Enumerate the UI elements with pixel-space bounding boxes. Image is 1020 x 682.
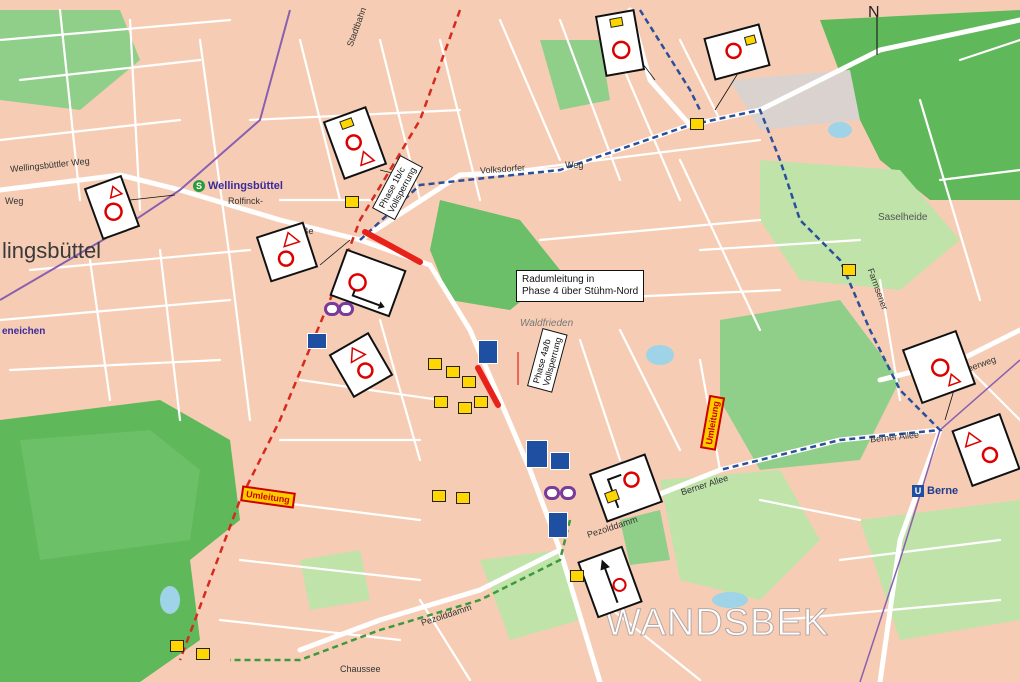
green-saselheide — [760, 160, 960, 290]
road-main-ns — [427, 262, 603, 682]
place-wellingsbuettel-area: lingsbüttel — [2, 238, 102, 263]
green-se — [860, 500, 1020, 640]
no-entry-sign-icon — [277, 231, 301, 267]
closure-phase-4ab — [475, 365, 501, 408]
blue-detour-north — [638, 9, 702, 111]
yellow-sign-12 — [170, 640, 184, 652]
s-bahn-line — [0, 9, 291, 301]
closure-phase-1bc — [362, 229, 423, 265]
berne-station-name: Berne — [927, 485, 959, 497]
road-east-ns — [877, 427, 943, 682]
detour-arrow-icon — [604, 471, 640, 509]
grey-block — [730, 70, 860, 130]
pond-2 — [828, 122, 852, 138]
detour-arrow-icon — [600, 559, 627, 604]
yellow-sign-10 — [690, 118, 704, 130]
sign-card-fuhlsbuettel[interactable] — [328, 331, 394, 399]
road-rolfinck — [177, 187, 433, 268]
sign-card-detour-arrow-2[interactable] — [588, 453, 664, 523]
green-wellingsbuettel — [0, 10, 140, 110]
no-entry-sign-icon — [964, 431, 999, 464]
pond-1 — [646, 345, 674, 365]
no-entry-sign-icon — [609, 16, 631, 60]
street-weg: Weg — [5, 196, 24, 206]
place-waldfrieden: Waldfrieden — [520, 318, 574, 329]
blue-sign-3 — [526, 440, 548, 468]
yellow-sign-7 — [474, 396, 488, 408]
green-east — [720, 300, 900, 470]
yellow-sign-11 — [842, 264, 856, 276]
pond-3 — [712, 592, 748, 608]
no-entry-sign-icon — [339, 117, 376, 167]
sign-card-detour-arrow-3[interactable] — [577, 545, 643, 619]
water — [160, 122, 852, 614]
red-detour-route — [178, 9, 462, 661]
radumleitung-line2: Phase 4 über Stühm-Nord — [522, 286, 639, 297]
park-inner — [20, 430, 200, 560]
yellow-sign-5 — [434, 396, 448, 408]
street-volksdorfer-2: Weg — [565, 160, 584, 170]
compass-label: N — [868, 4, 880, 21]
green-south — [480, 550, 580, 640]
place-eneichen: eneichen — [2, 326, 46, 337]
radumleitung-note: Radumleitung in Phase 4 über Stühm-Nord — [516, 270, 645, 302]
yellow-sign-9 — [456, 492, 470, 504]
road-pezolddamm — [297, 547, 563, 653]
place-saselheide: Saselheide — [878, 212, 928, 223]
green-areas — [0, 10, 1020, 682]
yellow-sign-2 — [428, 358, 442, 370]
yellow-sign-6 — [458, 402, 472, 414]
blue-sign-oneway-2 — [478, 340, 498, 364]
yellow-sign-14 — [570, 570, 584, 582]
blue-sign-oneway-1 — [307, 333, 327, 349]
pond-4 — [160, 586, 180, 614]
blue-sign-5 — [548, 512, 568, 538]
street-chaussee: Chaussee — [340, 664, 381, 674]
yellow-sign-13 — [196, 648, 210, 660]
sign-card-detour-arrow-1[interactable] — [329, 248, 407, 318]
blue-sign-4 — [550, 452, 570, 470]
no-entry-sign-icon — [725, 34, 757, 60]
yellow-sign-3 — [446, 366, 460, 378]
yellow-sign-1 — [345, 196, 359, 208]
sign-card-north-3[interactable] — [703, 23, 771, 81]
green-detour-route — [230, 519, 572, 662]
no-entry-pair-2 — [338, 302, 354, 316]
road-ne — [757, 17, 1020, 113]
sign-card-north-2[interactable] — [594, 8, 646, 78]
no-entry-sign-icon — [104, 185, 124, 221]
sign-card-east-2[interactable] — [951, 412, 1020, 488]
s-bahn-icon: S — [193, 180, 205, 192]
green-berne — [660, 470, 820, 600]
detour-arrow-icon — [348, 273, 385, 309]
sign-card-wellingsbuettel[interactable] — [83, 174, 141, 241]
no-entry-pair-3 — [544, 486, 560, 500]
sign-card-east-1[interactable] — [901, 329, 977, 405]
green-north — [540, 40, 610, 110]
no-entry-sign-icon — [350, 346, 374, 379]
green-small-1 — [620, 510, 670, 565]
yellow-sign-8 — [432, 490, 446, 502]
sign-card-rolfinck[interactable] — [255, 221, 319, 283]
district-label: WANDSBEK — [604, 602, 830, 645]
blue-detour-route — [359, 108, 943, 472]
green-small-2 — [300, 550, 370, 610]
no-entry-pair-4 — [560, 486, 576, 500]
street-rolfinck: Rolfinck- — [228, 196, 264, 206]
yellow-sign-4 — [462, 376, 476, 388]
sign-card-north-1[interactable] — [322, 106, 388, 180]
u-bahn-icon: U — [912, 485, 924, 497]
radumleitung-line1: Radumleitung in — [522, 274, 595, 285]
wellingsbuettel-station-name: Wellingsbüttel — [208, 180, 283, 192]
no-entry-sign-icon — [931, 358, 962, 387]
